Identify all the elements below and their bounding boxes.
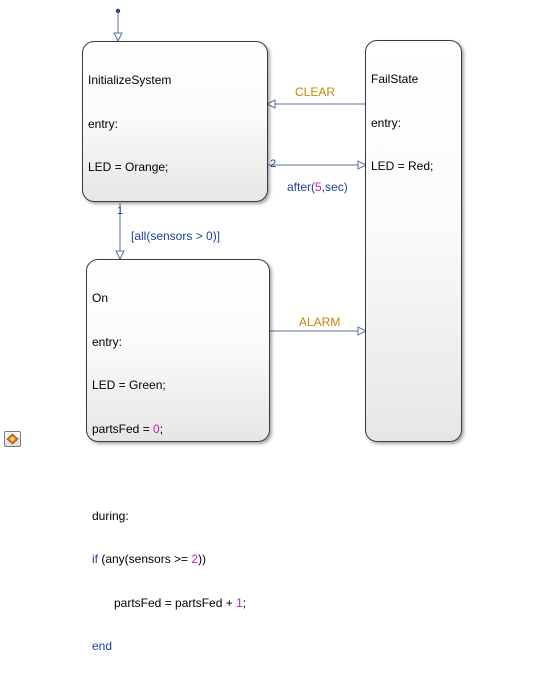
during-increment: partsFed = partsFed + 1;	[92, 596, 246, 611]
entry-action-parts: partsFed = 0;	[92, 422, 246, 437]
incr-prefix: partsFed = partsFed +	[114, 595, 237, 610]
incr-value: 1	[236, 595, 243, 610]
parts-init-suffix: ;	[159, 421, 164, 436]
after-transition-order: 2	[270, 158, 277, 170]
model-browser-button[interactable]	[4, 431, 21, 447]
parts-init-value: 0	[153, 421, 160, 436]
alarm-transition[interactable]	[270, 326, 368, 336]
state-initialize-system[interactable]: InitializeSystem entry: LED = Orange;	[82, 41, 268, 202]
after-label-value: 5	[315, 180, 322, 194]
state-name: On	[92, 291, 109, 305]
during-if: if (any(sensors >= 2))	[92, 552, 246, 567]
sensors-transition-order: 1	[117, 205, 124, 217]
after-transition-label[interactable]: after(5,sec)	[287, 180, 348, 194]
entry-label: entry:	[88, 116, 119, 131]
transition-wires	[113, 8, 368, 336]
after-label-prefix: after(	[287, 180, 316, 194]
entry-label: entry:	[371, 115, 402, 130]
entry-action: LED = Red;	[371, 159, 434, 173]
end-keyword: end	[92, 639, 113, 653]
entry-action-led: LED = Green;	[92, 378, 166, 392]
alarm-transition-label[interactable]: ALARM	[299, 315, 341, 329]
after-transition[interactable]	[268, 160, 368, 170]
parts-init-prefix: partsFed =	[92, 421, 154, 436]
blank-line	[92, 465, 246, 480]
state-name: FailState	[371, 72, 419, 86]
sensors-transition-label[interactable]: [all(sensors > 0)]	[131, 229, 221, 243]
state-on[interactable]: On entry: LED = Green; partsFed = 0; dur…	[86, 259, 270, 653]
default-transition[interactable]	[113, 8, 123, 43]
clear-transition[interactable]	[265, 99, 366, 109]
simulink-model-icon	[6, 433, 19, 445]
if-cond-value: 2	[191, 552, 199, 566]
sensors-transition[interactable]	[115, 203, 125, 261]
state-fail-state[interactable]: FailState entry: LED = Red;	[365, 40, 462, 442]
state-name: InitializeSystem	[88, 73, 172, 87]
entry-action: LED = Orange;	[88, 160, 169, 174]
clear-transition-label[interactable]: CLEAR	[295, 85, 336, 99]
entry-label: entry:	[92, 334, 123, 349]
after-label-suffix: ,sec)	[321, 180, 348, 194]
during-label: during:	[92, 508, 129, 523]
if-cond-prefix: (any(sensors >=	[98, 552, 192, 566]
incr-suffix: ;	[242, 595, 247, 610]
if-cond-suffix: ))	[198, 552, 207, 566]
